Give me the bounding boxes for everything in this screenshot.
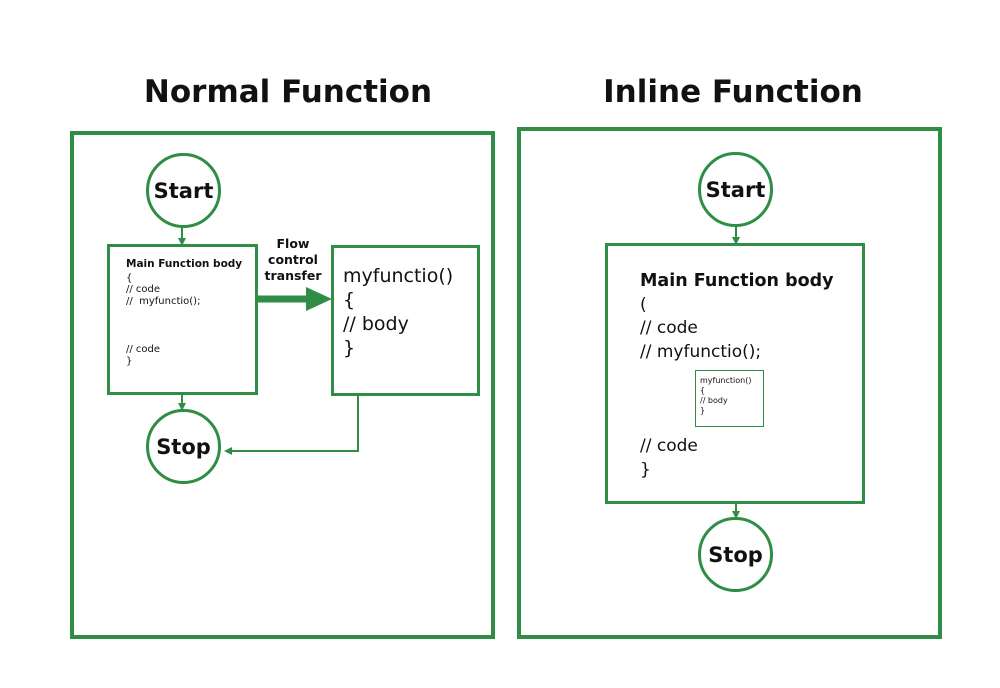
normal-main-line bbox=[126, 319, 255, 331]
normal-main-line: // myfunctio(); bbox=[126, 295, 201, 307]
inlined-line: // body bbox=[700, 396, 728, 405]
flow-control-transfer-label: Flow control transfer bbox=[262, 236, 324, 284]
inlined-function-body-box: myfunction() { // body } bbox=[695, 370, 764, 427]
inline-main-line: // myfunctio(); bbox=[640, 341, 762, 362]
inlined-line: { bbox=[700, 386, 706, 395]
inline-main-line: // code bbox=[640, 436, 698, 456]
flow-control-arrow-head bbox=[306, 287, 332, 311]
normal-main-function-box: Main Function body { // code // myfuncti… bbox=[107, 244, 258, 395]
normal-main-line: { bbox=[126, 272, 133, 284]
inlined-line: myfunction() bbox=[700, 376, 752, 385]
normal-function-title: Normal Function bbox=[143, 74, 433, 110]
inlined-line: } bbox=[700, 406, 706, 415]
inline-main-function-box: Main Function body ( // code // myfuncti… bbox=[605, 243, 865, 504]
inline-stop-label: Stop bbox=[708, 542, 763, 567]
callee-line: } bbox=[343, 337, 356, 359]
inline-main-line: // code bbox=[640, 318, 698, 338]
normal-callee-function-box: myfunctio() { // body } bbox=[331, 245, 480, 396]
normal-main-line bbox=[126, 307, 255, 319]
normal-stop-node: Stop bbox=[146, 409, 221, 484]
connector-return-path bbox=[224, 395, 359, 455]
inline-main-heading: Main Function body bbox=[640, 271, 834, 291]
arrow-label-line: Flow bbox=[276, 236, 310, 251]
arrow-label-line: control bbox=[268, 252, 318, 267]
callee-line: myfunctio() bbox=[343, 265, 454, 287]
normal-main-heading: Main Function body bbox=[126, 258, 243, 270]
inline-start-node: Start bbox=[698, 152, 773, 227]
inline-main-line: ( bbox=[640, 294, 647, 315]
normal-start-label: Start bbox=[153, 178, 214, 203]
normal-main-line: } bbox=[126, 355, 133, 367]
inline-function-title: Inline Function bbox=[603, 74, 863, 110]
normal-start-node: Start bbox=[146, 153, 221, 228]
callee-line: // body bbox=[343, 313, 409, 335]
inline-start-label: Start bbox=[705, 177, 766, 202]
normal-main-line: // code bbox=[126, 344, 161, 355]
arrow-label-line: transfer bbox=[264, 268, 322, 283]
callee-line: { bbox=[343, 289, 356, 311]
inline-stop-node: Stop bbox=[698, 517, 773, 592]
inline-main-line: } bbox=[640, 459, 651, 480]
normal-stop-label: Stop bbox=[156, 434, 211, 459]
normal-function-panel bbox=[70, 131, 495, 639]
inline-function-panel bbox=[517, 127, 942, 639]
normal-main-line: // code bbox=[126, 284, 161, 295]
